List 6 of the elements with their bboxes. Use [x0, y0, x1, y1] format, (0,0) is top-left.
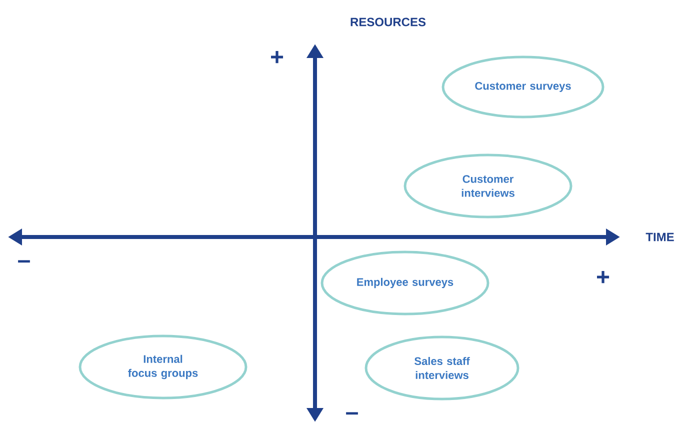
minus-sign: –: [346, 412, 358, 415]
axis-title: TIME: [646, 232, 674, 242]
minus-sign: –: [18, 260, 30, 263]
axis-title: RESOURCES: [350, 18, 426, 26]
plus-sign: +: [271, 50, 284, 64]
plus-sign: +: [597, 270, 610, 284]
